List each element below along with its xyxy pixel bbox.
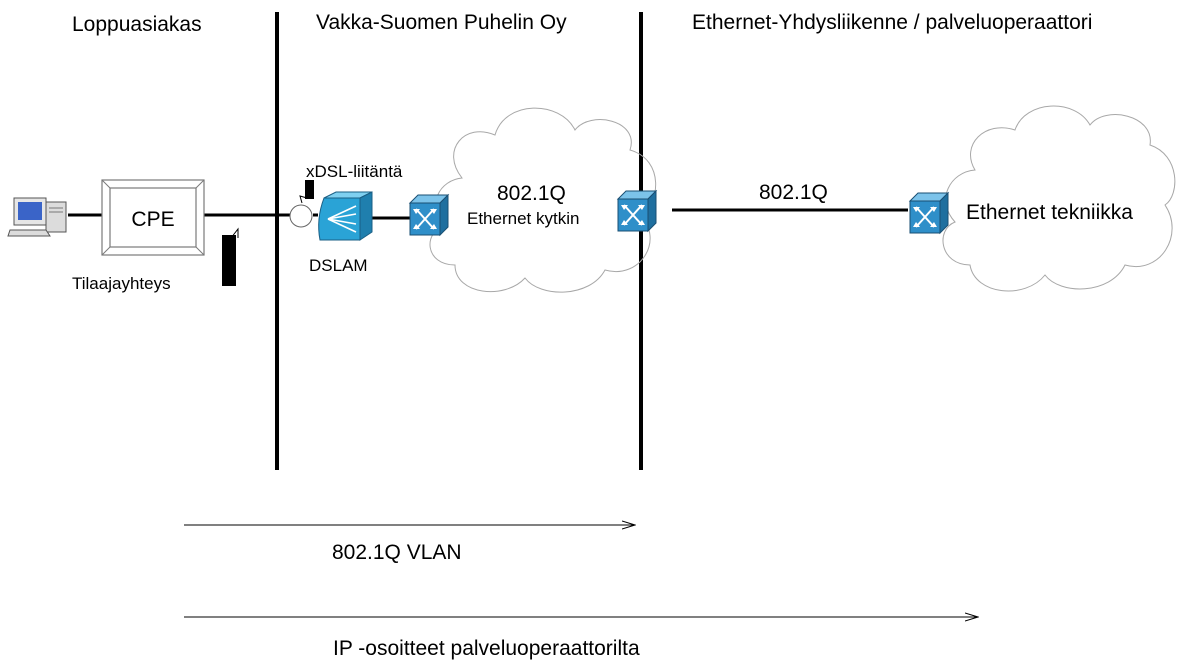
subscriber-line-marker: [222, 227, 239, 286]
ethernet-switch-icon: [409, 194, 449, 236]
dslam-icon: [318, 191, 373, 241]
xdsl-interface-marker: [289, 180, 314, 228]
operator-cloud-protocol: 802.1Q: [497, 182, 566, 205]
trunk-label: 802.1Q: [759, 181, 828, 204]
provider-cloud-caption: Ethernet tekniikka: [966, 201, 1133, 224]
cpe-device: [101, 179, 205, 256]
xdsl-interface-label: xDSL-liitäntä: [306, 162, 403, 181]
cloud-operator-network: [429, 107, 657, 293]
ip-address-arrow-label: IP -osoitteet palveluoperaattorilta: [333, 637, 640, 660]
ethernet-switch-icon: [909, 192, 949, 234]
section-title-operator: Vakka-Suomen Puhelin Oy: [316, 11, 567, 34]
cloud-provider-network: [942, 105, 1176, 292]
desktop-computer-icon: [7, 197, 67, 237]
subscriber-line-label: Tilaajayhteys: [72, 274, 171, 293]
vlan-arrow-label: 802.1Q VLAN: [332, 541, 462, 564]
section-title-service-provider: Ethernet-Yhdysliikenne / palveluoperaatt…: [692, 11, 1092, 34]
section-title-customer: Loppuasiakas: [72, 13, 202, 36]
dslam-label: DSLAM: [309, 256, 368, 275]
ethernet-switch-icon: [617, 190, 657, 232]
operator-cloud-caption: Ethernet kytkin: [467, 209, 579, 228]
cpe-label: CPE: [131, 208, 174, 231]
